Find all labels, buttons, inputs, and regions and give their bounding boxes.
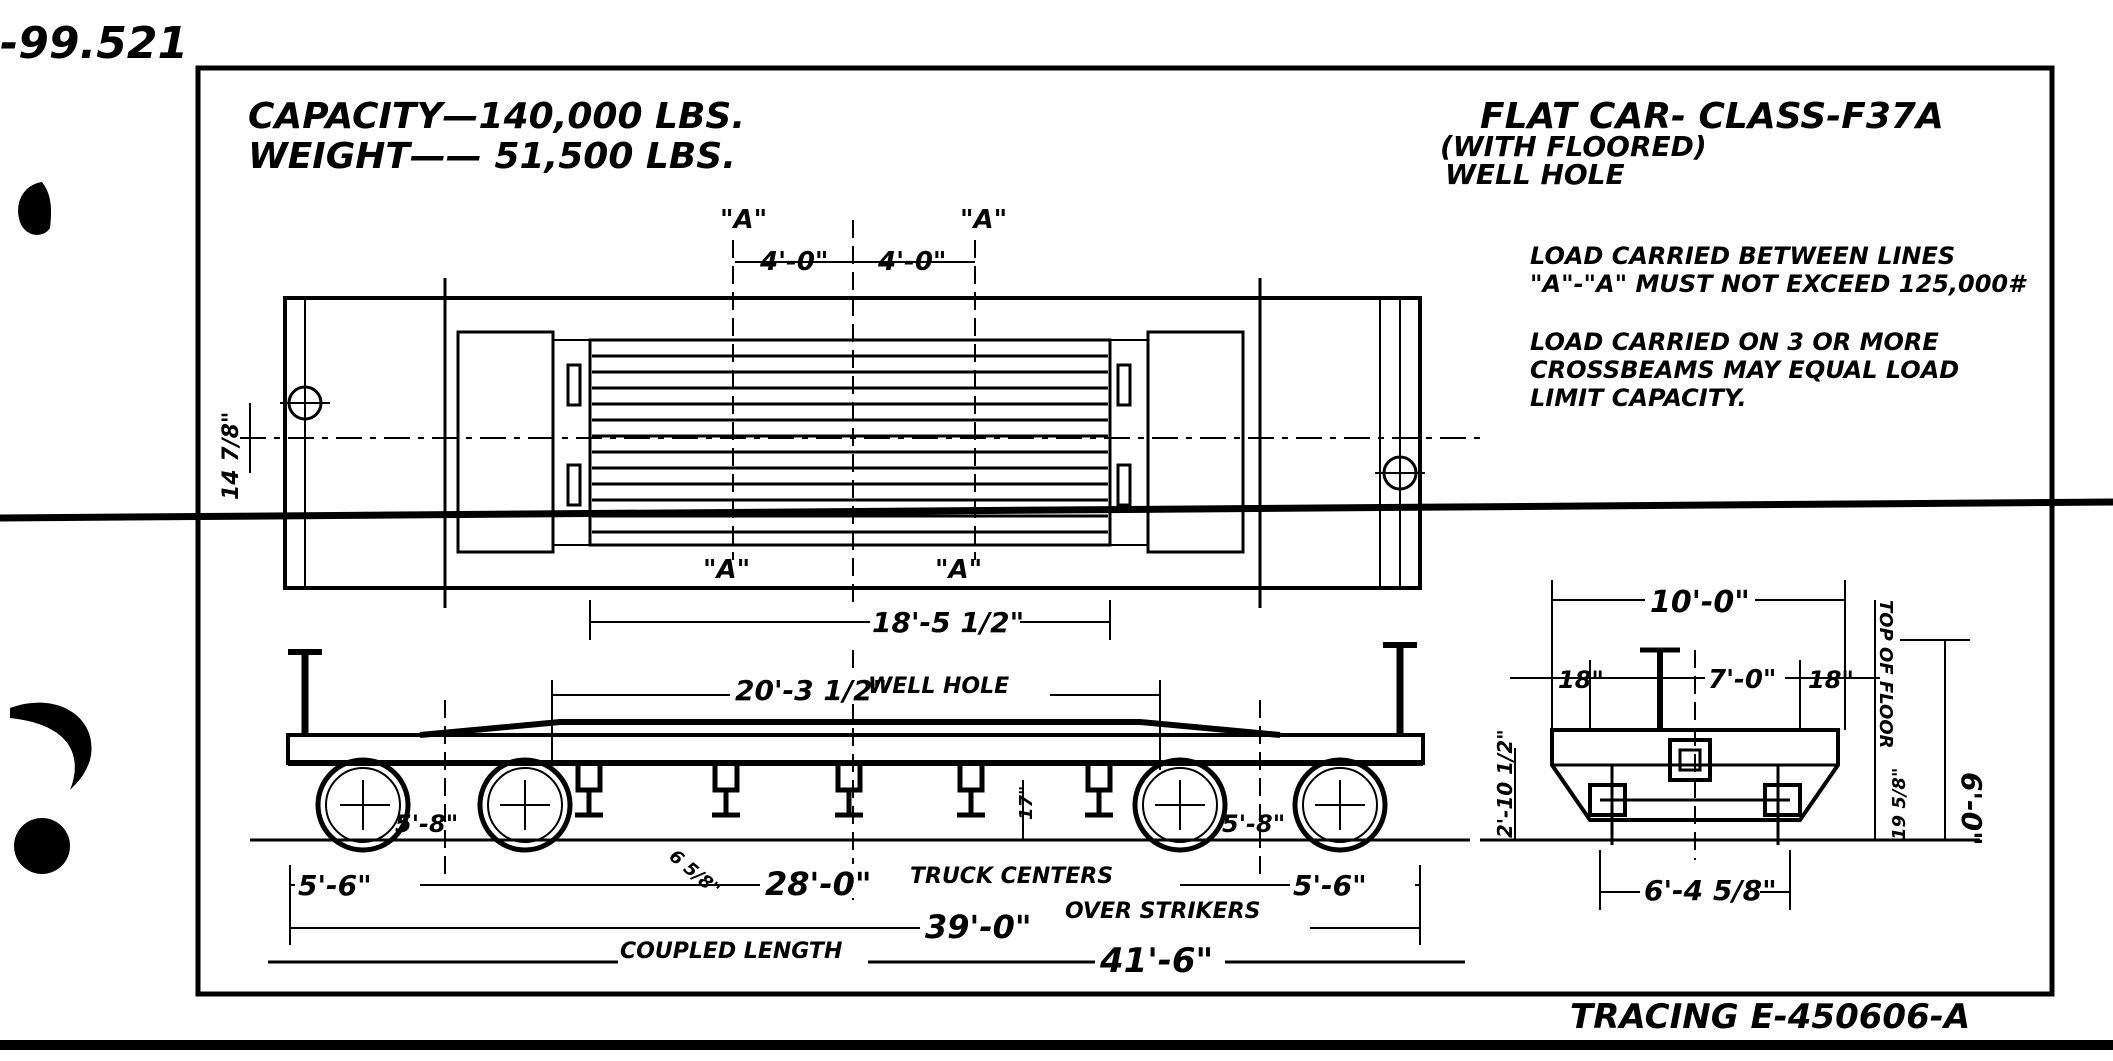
dimension-label: 14 7/8" bbox=[219, 412, 244, 500]
wheel-icon bbox=[477, 757, 573, 853]
weight-label: WEIGHT—— 51,500 LBS. bbox=[248, 136, 736, 177]
punch-hole bbox=[18, 182, 52, 235]
load-note-line: "A"-"A" MUST NOT EXCEED 125,000# bbox=[1530, 270, 2027, 298]
tracing-reference: TRACING E-450606-A bbox=[1570, 997, 1970, 1037]
corner-reference: -99.521 bbox=[0, 18, 188, 69]
punch-hole bbox=[14, 818, 70, 874]
drawing-border bbox=[195, 65, 2055, 997]
dimension-label: 5'-8" bbox=[395, 810, 458, 838]
dimension-label: 18'-5 1/2" bbox=[872, 606, 1024, 639]
section-mark: "A" bbox=[935, 555, 982, 585]
dimension-label: 10'-0" bbox=[1650, 585, 1750, 620]
dimension-label: 18" bbox=[1558, 666, 1604, 694]
dimension-label: TRUCK CENTERS bbox=[910, 864, 1113, 889]
dimension-label: 7'-0" bbox=[1708, 665, 1776, 695]
wheel-icon bbox=[1292, 757, 1388, 853]
dimension-label: 5'-8" bbox=[1222, 810, 1285, 838]
car-subtitle: (WITH FLOORED) bbox=[1440, 130, 1707, 163]
punch-hole bbox=[10, 702, 92, 790]
load-note-line: CROSSBEAMS MAY EQUAL LOAD bbox=[1530, 356, 1959, 384]
dimension-label: WELL HOLE bbox=[868, 674, 1009, 699]
dimension-label: 4'-0" bbox=[759, 247, 828, 277]
dimension-label: 2'-10 1/2" bbox=[1493, 729, 1517, 838]
dimension-label: 20'-3 1/2" bbox=[735, 674, 887, 707]
load-note-line: LOAD CARRIED BETWEEN LINES bbox=[1530, 242, 1955, 270]
scan-fold-line bbox=[0, 498, 2113, 522]
load-note-line: LOAD CARRIED ON 3 OR MORE bbox=[1530, 328, 1939, 356]
load-note-line: LIMIT CAPACITY. bbox=[1530, 384, 1747, 412]
dimension-label: COUPLED LENGTH bbox=[620, 939, 842, 964]
section-mark: "A" bbox=[960, 205, 1007, 235]
dimension-label: 6'-0" bbox=[1955, 772, 1988, 846]
dimension-label: 5'-6" bbox=[1293, 869, 1367, 902]
capacity-label: CAPACITY—140,000 LBS. bbox=[248, 96, 745, 137]
section-mark: "A" bbox=[720, 205, 767, 235]
deck-planks bbox=[592, 354, 1108, 534]
dimension-label: 39'-0" bbox=[925, 908, 1032, 946]
section-mark: "A" bbox=[703, 555, 750, 585]
dimension-label: 28'-0" bbox=[765, 865, 872, 903]
car-class-title: FLAT CAR- CLASS-F37A bbox=[1480, 96, 1944, 137]
wheel-icon bbox=[1132, 757, 1228, 853]
wheel-icon bbox=[315, 757, 411, 853]
dimension-label: TOP OF FLOOR bbox=[1875, 600, 1896, 749]
dimension-label: 19 5/8" bbox=[1889, 768, 1910, 840]
dimension-label: 18" bbox=[1808, 666, 1854, 694]
dimension-label: OVER STRIKERS bbox=[1065, 899, 1260, 924]
end-section-view: 10'-0" 18" 7'-0" 18" 6'-0" TOP OF FLOOR … bbox=[1480, 580, 1988, 910]
car-subtitle: WELL HOLE bbox=[1445, 158, 1625, 191]
plan-view: "A" "A" "A" "A" 4'-0" 4'-0" 18'-5 1/2" 1… bbox=[219, 205, 1480, 640]
dimension-label: 17" bbox=[1016, 786, 1037, 820]
dimension-label: 4'-0" bbox=[877, 247, 946, 277]
dimension-label: 6'-4 5/8" bbox=[1644, 874, 1777, 907]
dimension-label: 5'-6" bbox=[298, 869, 372, 902]
side-elevation: 20'-3 1/2" WELL HOLE 5'-8" 5'-8" 17" 6 5… bbox=[250, 642, 1470, 981]
dimension-label: 41'-6" bbox=[1099, 941, 1213, 981]
